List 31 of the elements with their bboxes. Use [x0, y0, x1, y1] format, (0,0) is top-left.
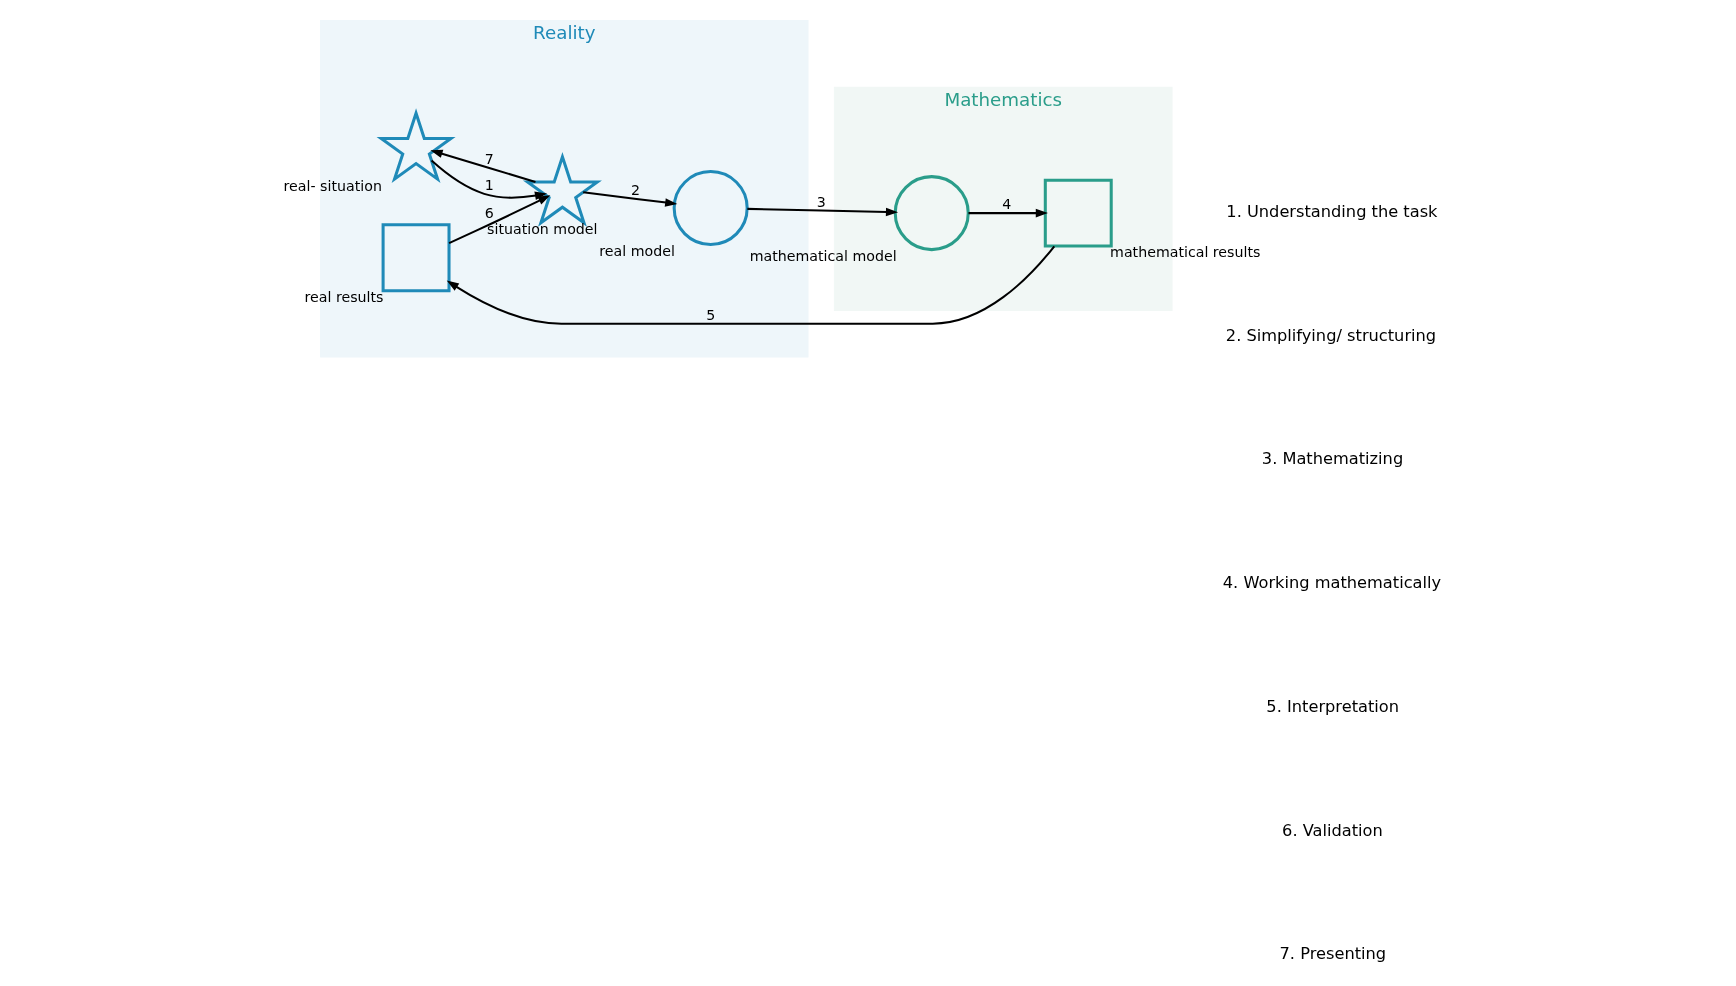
arrow — [747, 207, 899, 217]
arrow — [448, 195, 551, 245]
label: 1. Understanding the task — [1226, 201, 1438, 221]
arrow — [430, 149, 536, 183]
label: 7. Presenting — [1279, 944, 1387, 964]
edge-label: 3 — [816, 194, 826, 211]
edge-label: 2 — [631, 182, 641, 199]
label: 2. Simplifying/ structuring — [1225, 325, 1437, 345]
edge-label: 4 — [1002, 196, 1012, 213]
node-label: real results — [304, 289, 384, 306]
edge-label: 5 — [706, 306, 716, 323]
arrow — [446, 245, 1056, 325]
node-label: mathematical model — [749, 247, 897, 264]
label: 6. Validation — [1282, 820, 1383, 840]
node-label: real model — [599, 242, 675, 259]
edge-label: 1 — [484, 177, 494, 193]
node-circle — [672, 170, 749, 247]
arrow — [430, 159, 548, 200]
edge-label: 7 — [484, 150, 494, 167]
node-label: mathematical results — [1110, 244, 1261, 261]
node-label: real- situation — [283, 177, 382, 194]
node-label: situation model — [487, 221, 598, 238]
node-box — [381, 223, 451, 293]
label: 4. Working mathematically — [1222, 573, 1442, 593]
node-circle — [893, 175, 970, 252]
arrow — [968, 208, 1048, 218]
arrow — [583, 191, 678, 207]
label: 5. Interpretation — [1266, 696, 1400, 716]
edge-label: 6 — [484, 205, 494, 222]
node-box — [1043, 178, 1113, 248]
label: 3. Mathematizing — [1261, 449, 1404, 469]
